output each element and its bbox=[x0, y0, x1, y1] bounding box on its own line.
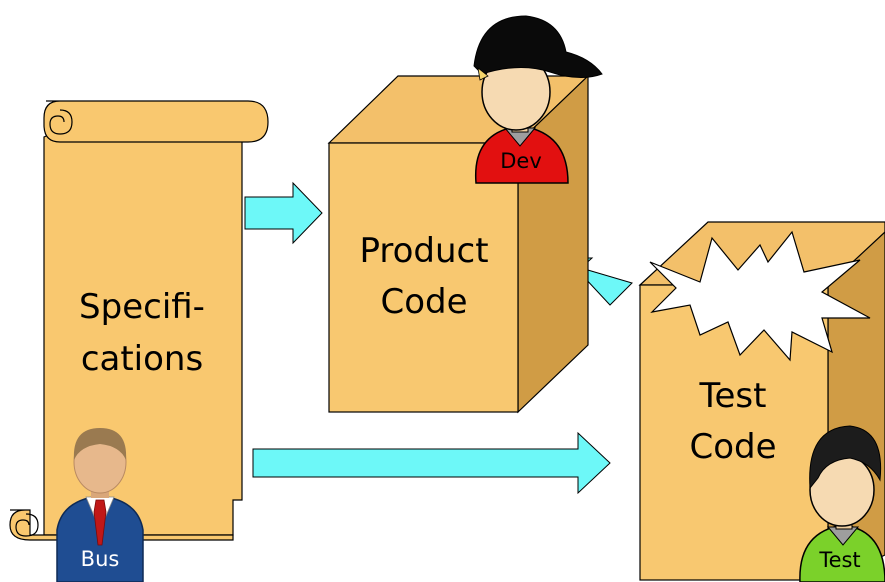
product-code-box: Product Code bbox=[327, 74, 590, 414]
person-icon bbox=[473, 15, 603, 184]
test-code-label-line1: Test bbox=[699, 376, 767, 416]
arrow-spec-to-product bbox=[244, 181, 323, 245]
test-code-label-line2: Code bbox=[689, 427, 776, 467]
arrow-right-icon bbox=[252, 431, 611, 495]
bus-person: Bus bbox=[56, 428, 144, 582]
product-code-label-line1: Product bbox=[359, 231, 488, 271]
starburst-icon bbox=[649, 230, 871, 362]
test-label: Test bbox=[818, 548, 860, 572]
specifications-label-line2: cations bbox=[81, 339, 203, 379]
person-icon bbox=[56, 428, 144, 582]
arrow-spec-to-test bbox=[252, 431, 611, 495]
person-icon bbox=[799, 425, 885, 582]
specifications-scroll: Specifi- cations bbox=[9, 100, 269, 541]
product-code-label-line2: Code bbox=[380, 282, 467, 322]
test-person: Test bbox=[799, 425, 885, 582]
dev-label: Dev bbox=[500, 149, 542, 173]
specifications-label-line1: Specifi- bbox=[79, 287, 205, 327]
dev-person: Dev bbox=[473, 15, 603, 184]
bus-label: Bus bbox=[81, 547, 120, 571]
arrow-right-icon bbox=[244, 181, 323, 245]
